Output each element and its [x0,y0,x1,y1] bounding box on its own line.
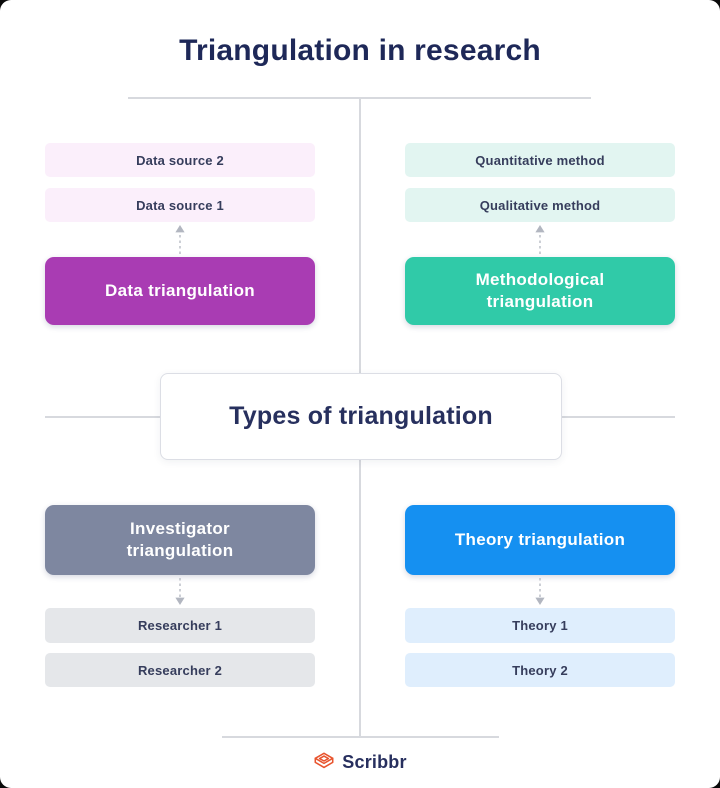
methodological-triangulation-label: Methodological triangulation [475,269,605,311]
middle-right-divider [560,416,675,418]
quadrant-investigator-triangulation: Investigator triangulation Researcher 1 … [45,505,315,687]
item-box: Qualitative method [405,188,675,222]
types-of-triangulation-label: Types of triangulation [229,402,493,430]
quadrant-data-triangulation: Data source 2 Data source 1 Data triangu… [45,143,315,325]
dashed-arrow-down-icon [535,578,545,605]
data-triangulation-label: Data triangulation [105,280,255,300]
dashed-arrow-down-icon [175,578,185,605]
investigator-triangulation-label: Investigator triangulation [126,518,234,560]
brand-name: Scribbr [342,751,407,772]
quadrant-theory-triangulation: Theory triangulation Theory 1 Theory 2 [405,505,675,687]
arrow-slot [405,575,675,608]
theory-triangulation-box: Theory triangulation [405,505,675,575]
scribbr-logo-icon [314,752,334,769]
types-of-triangulation-box: Types of triangulation [160,373,562,460]
data-triangulation-box: Data triangulation [45,257,315,325]
dashed-arrow-up-icon [535,225,545,254]
item-box: Data source 2 [45,143,315,177]
investigator-triangulation-box: Investigator triangulation [45,505,315,575]
arrow-slot [405,222,675,257]
page-title: Triangulation in research [179,34,541,67]
quadrant-methodological-triangulation: Quantitative method Qualitative method M… [405,143,675,325]
item-box: Researcher 1 [45,608,315,643]
bottom-horizontal-divider [222,736,499,738]
item-box: Quantitative method [405,143,675,177]
item-box: Theory 2 [405,653,675,687]
arrow-slot [45,575,315,608]
item-box: Theory 1 [405,608,675,643]
item-box: Data source 1 [45,188,315,222]
methodological-triangulation-box: Methodological triangulation [405,257,675,325]
dashed-arrow-up-icon [175,225,185,254]
arrow-slot [45,222,315,257]
theory-triangulation-label: Theory triangulation [454,529,626,549]
middle-left-divider [45,416,160,418]
item-box: Researcher 2 [45,653,315,687]
footer-brand: Scribbr [0,744,720,780]
